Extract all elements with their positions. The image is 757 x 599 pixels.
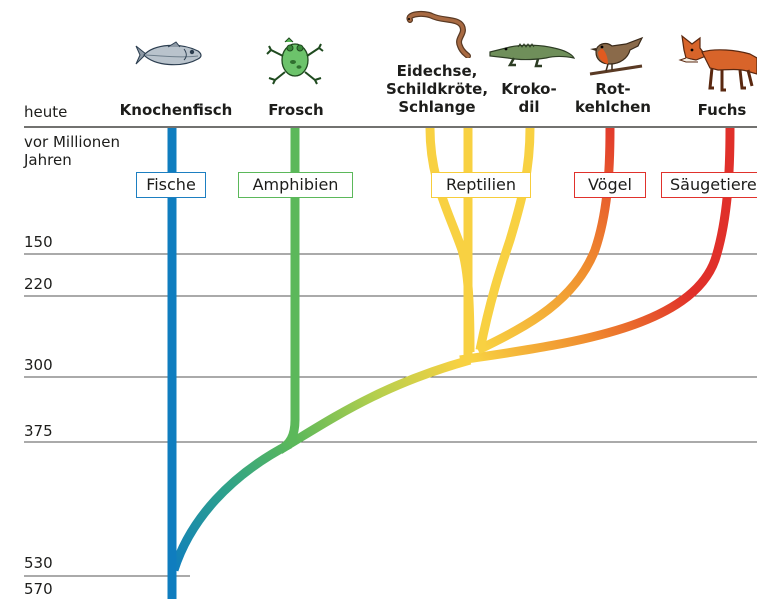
branch-tetrapod-stem xyxy=(174,444,290,570)
group-box-saeugetiere: Säugetiere xyxy=(661,172,757,198)
timeline-label-150: 150 xyxy=(24,233,53,251)
species-label-fuchs: Fuchs xyxy=(698,101,747,119)
group-box-reptilien: Reptilien xyxy=(431,172,531,198)
branch-birds xyxy=(478,128,610,350)
fish-icon xyxy=(132,38,204,72)
timeline-label-300: 300 xyxy=(24,356,53,374)
million-years-label: vor Millionen Jahren xyxy=(24,133,120,169)
timeline-label-570: 570 xyxy=(24,580,53,598)
crocodile-icon xyxy=(488,38,576,68)
species-label-rotkehlchen: Rot- kehlchen xyxy=(575,80,651,116)
group-box-fische: Fische xyxy=(136,172,206,198)
timeline-label-375: 375 xyxy=(24,422,53,440)
group-box-amphibien: Amphibien xyxy=(238,172,353,198)
robin-icon xyxy=(586,36,646,80)
species-label-eidechse: Eidechse, Schildkröte, Schlange xyxy=(386,62,488,116)
species-label-knochenfisch: Knochenfisch xyxy=(120,101,233,119)
frog-icon xyxy=(263,36,327,86)
branch-amniote-stem xyxy=(283,360,470,448)
species-label-frosch: Frosch xyxy=(268,101,324,119)
species-label-krokodil: Kroko- dil xyxy=(501,80,556,116)
today-label: heute xyxy=(24,103,67,121)
timeline-label-220: 220 xyxy=(24,275,53,293)
group-box-voegel: Vögel xyxy=(574,172,646,198)
timeline-label-530: 530 xyxy=(24,554,53,572)
branch-crocodile xyxy=(480,128,530,350)
snake-icon xyxy=(402,10,472,58)
fox-icon xyxy=(676,32,757,96)
timeline-lines xyxy=(24,127,757,576)
